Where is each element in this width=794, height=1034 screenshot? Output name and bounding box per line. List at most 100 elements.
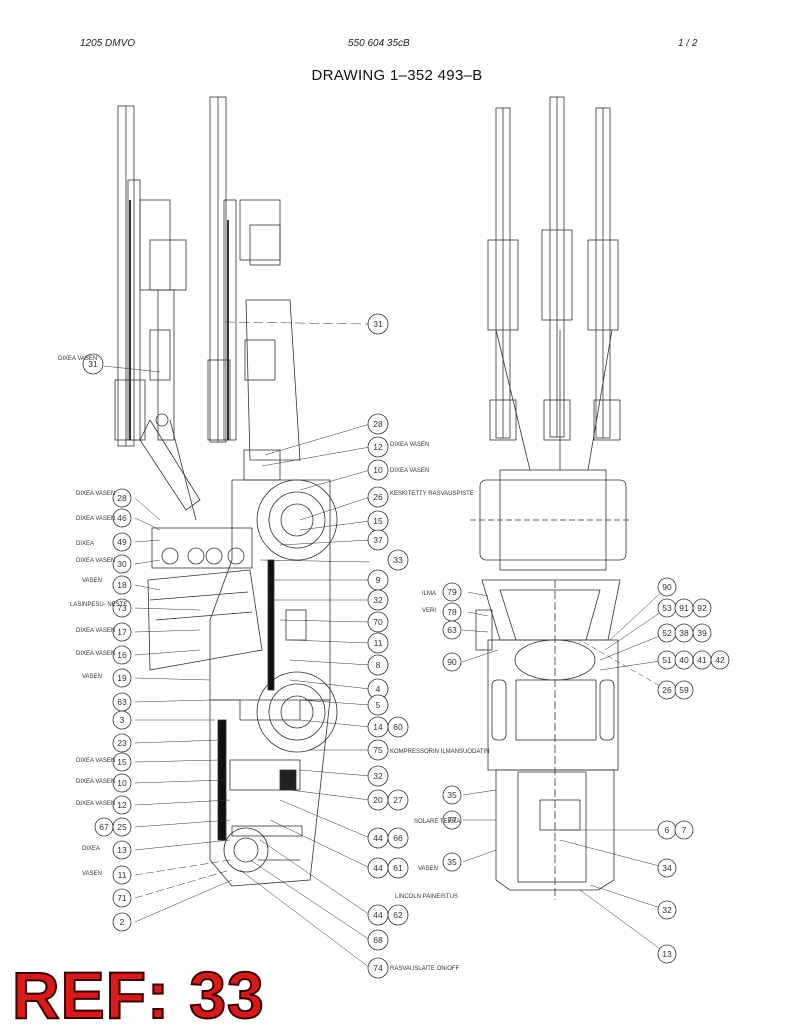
callout-28: 28 — [112, 488, 132, 508]
svg-text:66: 66 — [393, 833, 403, 843]
svg-text:10: 10 — [373, 465, 383, 475]
svg-text:62: 62 — [393, 910, 403, 920]
svg-text:63: 63 — [447, 625, 457, 635]
callout-46: 46 — [112, 508, 132, 528]
svg-text:10: 10 — [117, 778, 127, 788]
callout-44: 44 — [367, 904, 389, 926]
svg-text:25: 25 — [117, 822, 127, 832]
svg-text:15: 15 — [117, 757, 127, 767]
callout-77: 77 — [442, 810, 462, 830]
callout-37: 37 — [367, 529, 389, 551]
svg-text:14: 14 — [373, 722, 383, 732]
callout-11: 11 — [367, 632, 389, 654]
svg-text:44: 44 — [373, 863, 383, 873]
svg-text:15: 15 — [373, 516, 383, 526]
callout-17: 17 — [112, 622, 132, 642]
label-dixea-vasen: DIXEA VASEN — [58, 356, 97, 362]
header-document-number: 550 604 35cB — [348, 38, 410, 49]
callout-13: 13 — [112, 840, 132, 860]
callout-14: 14 — [367, 716, 389, 738]
reference-label: REF: 33 — [11, 958, 265, 1032]
svg-text:6: 6 — [665, 825, 670, 835]
label-dixea-vasen: DIXEA VASEN — [76, 628, 115, 634]
callout-6: 6 — [657, 820, 677, 840]
callout-8: 8 — [367, 654, 389, 676]
svg-text:28: 28 — [117, 493, 127, 503]
svg-text:23: 23 — [117, 738, 127, 748]
svg-text:59: 59 — [679, 685, 689, 695]
callout-28: 28 — [367, 413, 389, 435]
svg-text:30: 30 — [117, 559, 127, 569]
callout-78: 78 — [442, 602, 462, 622]
callout-53: 53 — [657, 598, 677, 618]
label-dixea-vasen: DIXEA VASEN — [76, 516, 115, 522]
svg-text:90: 90 — [447, 657, 457, 667]
svg-text:42: 42 — [715, 655, 725, 665]
callout-31: 31 — [82, 353, 104, 375]
leader-lines — [103, 321, 668, 969]
svg-text:26: 26 — [662, 685, 672, 695]
callout-9: 9 — [367, 569, 389, 591]
svg-text:44: 44 — [373, 833, 383, 843]
callout-79: 79 — [442, 582, 462, 602]
svg-text:31: 31 — [373, 319, 383, 329]
svg-text:5: 5 — [376, 700, 381, 710]
svg-text:12: 12 — [373, 442, 383, 452]
callout-35: 35 — [442, 785, 462, 805]
svg-text:13: 13 — [117, 845, 127, 855]
callout-12: 12 — [367, 436, 389, 458]
callout-39: 39 — [692, 623, 712, 643]
svg-text:28: 28 — [373, 419, 383, 429]
label-dixea-vasen: DIXEA VASEN — [76, 558, 115, 564]
label-rasvauslaite-on-off: RASVAUSLAITE ON/OFF — [390, 966, 460, 972]
svg-text:8: 8 — [376, 660, 381, 670]
svg-text:32: 32 — [662, 905, 672, 915]
svg-text:38: 38 — [679, 628, 689, 638]
callout-35: 35 — [442, 852, 462, 872]
callout-33: 33 — [387, 549, 409, 571]
label-dixea-vasen: DIXEA VASEN — [76, 779, 115, 785]
svg-text:16: 16 — [117, 650, 127, 660]
label-dixea-vasen: DIXEA VASEN — [76, 801, 115, 807]
callout-23: 23 — [112, 733, 132, 753]
callout-49: 49 — [112, 532, 132, 552]
label-lincoln-paineistus: LINCOLN PAINEISTUS — [395, 894, 458, 900]
callout-44: 44 — [367, 827, 389, 849]
callout-73: 73 — [112, 598, 132, 618]
svg-text:53: 53 — [662, 603, 672, 613]
svg-text:7: 7 — [682, 825, 687, 835]
svg-text:49: 49 — [117, 537, 127, 547]
svg-text:67: 67 — [99, 822, 109, 832]
label-veri: VERI — [422, 608, 436, 614]
svg-text:77: 77 — [447, 815, 457, 825]
svg-text:32: 32 — [373, 595, 383, 605]
svg-text:75: 75 — [373, 745, 383, 755]
callout-42: 42 — [710, 650, 730, 670]
label-vasen: VASEN — [418, 866, 438, 872]
svg-text:61: 61 — [393, 863, 403, 873]
header-page-number: 1 / 2 — [678, 38, 698, 49]
callout-63: 63 — [112, 692, 132, 712]
svg-text:35: 35 — [447, 857, 457, 867]
callout-10: 10 — [367, 459, 389, 481]
svg-text:11: 11 — [374, 638, 383, 648]
callout-32: 32 — [657, 900, 677, 920]
label-dixea-vasen: DIXEA VASEN — [76, 758, 115, 764]
machine-side-view — [147, 479, 338, 887]
svg-text:17: 17 — [117, 627, 127, 637]
svg-text:60: 60 — [393, 722, 403, 732]
label-dixea-vasen: DIXEA VASEN — [390, 442, 429, 448]
callout-62: 62 — [387, 904, 409, 926]
label-ilma: ILMA — [422, 591, 436, 597]
svg-text:2: 2 — [120, 917, 125, 927]
callout-31: 31 — [367, 313, 389, 335]
label-vasen: VASEN — [82, 578, 102, 584]
boom-left-inner — [207, 96, 301, 481]
svg-text:40: 40 — [679, 655, 689, 665]
callout-12: 12 — [112, 795, 132, 815]
svg-text:35: 35 — [447, 790, 457, 800]
svg-text:4: 4 — [376, 684, 381, 694]
svg-text:70: 70 — [373, 617, 383, 627]
callout-91: 91 — [674, 598, 694, 618]
svg-text:92: 92 — [697, 603, 707, 613]
